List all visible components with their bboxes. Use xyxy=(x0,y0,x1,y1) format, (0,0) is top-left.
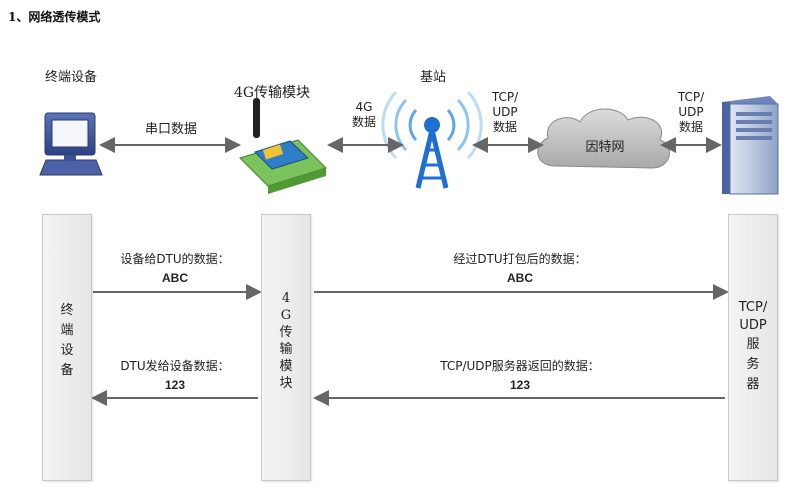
module-label: 4G传输模块 xyxy=(233,85,311,101)
serial-data-label: 串口数据 xyxy=(144,122,197,137)
message-2-title: 经过DTU打包后的数据： xyxy=(453,252,587,266)
terminal-lifeline-label: 终端设备 xyxy=(60,303,74,378)
terminal-lifeline: 终端设备 xyxy=(42,214,92,481)
server-lifeline-label-vertical: 服务器 xyxy=(746,337,760,392)
tcp-udp-label-left: TCP/ UDP 数据 xyxy=(491,90,519,134)
server-icon xyxy=(722,96,779,195)
message-2-value: ABC xyxy=(507,271,533,285)
4g-module-icon xyxy=(239,98,327,194)
message-2: 经过DTU打包后的数据： ABC xyxy=(400,250,640,285)
message-1-title: 设备给DTU的数据： xyxy=(120,252,230,266)
message-4-title: TCP/UDP服务器返回的数据： xyxy=(440,359,600,373)
cell-tower-icon xyxy=(381,90,483,189)
module-lifeline: 4G传输模块 xyxy=(261,214,311,481)
message-1: 设备给DTU的数据： ABC xyxy=(100,250,250,285)
module-lifeline-label: 4G传输模块 xyxy=(279,291,293,391)
tcp-udp-label-right: TCP/ UDP 数据 xyxy=(677,90,705,134)
terminal-label: 终端设备 xyxy=(44,70,97,85)
server-lifeline-label-line1: TCP/ xyxy=(738,300,768,315)
station-label: 基站 xyxy=(419,70,446,85)
page-title: 1、网络透传模式 xyxy=(8,10,101,24)
message-3-value: 123 xyxy=(164,378,186,392)
message-1-value: ABC xyxy=(162,271,188,285)
message-4-value: 123 xyxy=(509,378,531,392)
server-lifeline: TCP/ UDP 服务器 xyxy=(728,214,778,481)
4g-data-label: 4G 数据 xyxy=(351,100,376,129)
message-4: TCP/UDP服务器返回的数据： 123 xyxy=(400,357,640,392)
server-lifeline-label-line2: UDP xyxy=(739,318,767,333)
message-3-title: DTU发给设备数据： xyxy=(120,359,230,373)
internet-label: 因特网 xyxy=(585,140,625,155)
message-3: DTU发给设备数据： 123 xyxy=(100,357,250,392)
computer-icon xyxy=(39,112,103,176)
